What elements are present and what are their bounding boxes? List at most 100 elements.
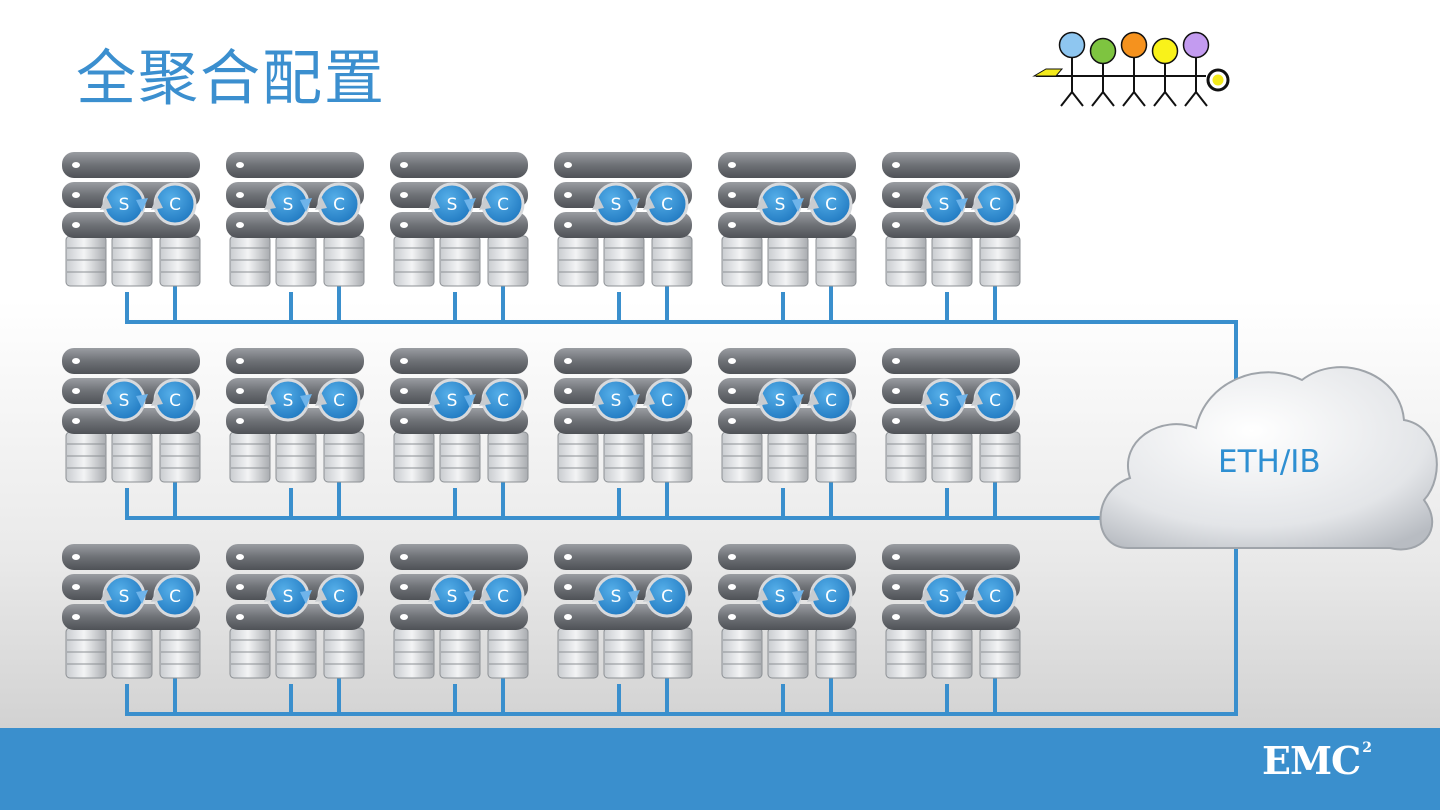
disk-stack-icon — [393, 431, 435, 483]
server-unit — [718, 152, 856, 178]
storage-badge-icon: S — [100, 182, 148, 226]
figure-legs — [1184, 90, 1208, 107]
storage-badge-icon: S — [428, 378, 476, 422]
led-icon — [564, 584, 572, 590]
led-icon — [892, 614, 900, 620]
server-unit — [62, 152, 200, 178]
storage-letter: S — [939, 195, 950, 215]
storage-letter: S — [283, 195, 294, 215]
compute-badge-icon: C — [971, 182, 1017, 226]
server-unit — [882, 348, 1020, 374]
disk-stack-icon — [557, 627, 599, 679]
disk-stack-icon — [323, 627, 365, 679]
sync-arrow-icon — [956, 590, 968, 604]
storage-badge-icon: S — [920, 182, 968, 226]
server-unit — [554, 348, 692, 374]
compute-letter: C — [169, 587, 181, 607]
led-icon — [564, 162, 572, 168]
sync-arrow-icon — [315, 588, 327, 602]
storage-badge-icon: S — [592, 182, 640, 226]
sync-arrow-icon — [264, 196, 276, 210]
disk-stack-icon — [65, 627, 107, 679]
led-icon — [236, 222, 244, 228]
led-icon — [400, 162, 408, 168]
sync-arrow-icon — [756, 196, 768, 210]
sync-arrow-icon — [100, 196, 112, 210]
led-icon — [236, 388, 244, 394]
sync-arrow-icon — [100, 588, 112, 602]
key-ring — [1206, 68, 1230, 92]
sync-arrow-icon — [300, 198, 312, 212]
server-unit — [226, 544, 364, 570]
compute-badge-icon: C — [807, 378, 853, 422]
compute-badge-icon: C — [315, 378, 361, 422]
disk-stack-icon — [111, 627, 153, 679]
disk-stack-icon — [815, 431, 857, 483]
sync-arrow-icon — [643, 392, 655, 406]
storage-badge-icon: S — [264, 574, 312, 618]
disk-stack-icon — [393, 235, 435, 287]
sync-arrow-icon — [956, 394, 968, 408]
led-icon — [400, 192, 408, 198]
compute-badge-icon: C — [151, 378, 197, 422]
disk-stack-icon — [159, 431, 201, 483]
storage-letter: S — [283, 391, 294, 411]
compute-letter: C — [825, 195, 837, 215]
server-unit — [390, 348, 528, 374]
sync-arrow-icon — [300, 590, 312, 604]
disk-stack-icon — [111, 431, 153, 483]
sync-arrow-icon — [151, 588, 163, 602]
storage-letter: S — [447, 195, 458, 215]
disk-stack-icon — [931, 431, 973, 483]
storage-badge-icon: S — [428, 574, 476, 618]
disk-stack-icon — [603, 235, 645, 287]
compute-badge-icon: C — [315, 574, 361, 618]
key-ring-center — [1212, 74, 1224, 86]
led-icon — [892, 192, 900, 198]
led-icon — [564, 222, 572, 228]
led-icon — [400, 554, 408, 560]
compute-letter: C — [989, 391, 1001, 411]
led-icon — [728, 162, 736, 168]
led-icon — [400, 614, 408, 620]
server-unit — [718, 544, 856, 570]
disk-stack-icon — [65, 431, 107, 483]
figure-head — [1089, 37, 1117, 65]
disk-stack-icon — [111, 235, 153, 287]
sync-arrow-icon — [315, 392, 327, 406]
compute-badge-icon: C — [479, 182, 525, 226]
storage-badge-icon: S — [100, 378, 148, 422]
compute-letter: C — [989, 587, 1001, 607]
disk-stack-icon — [229, 235, 271, 287]
storage-letter: S — [775, 195, 786, 215]
storage-badge-icon: S — [756, 182, 804, 226]
sync-arrow-icon — [628, 394, 640, 408]
compute-badge-icon: C — [315, 182, 361, 226]
page-title: 全聚合配置 — [76, 44, 386, 114]
sync-arrow-icon — [464, 394, 476, 408]
led-icon — [892, 584, 900, 590]
compute-letter: C — [169, 195, 181, 215]
led-icon — [728, 554, 736, 560]
led-icon — [72, 162, 80, 168]
sync-arrow-icon — [920, 196, 932, 210]
compute-badge-icon: C — [643, 182, 689, 226]
compute-letter: C — [661, 391, 673, 411]
sync-arrow-icon — [136, 590, 148, 604]
compute-badge-icon: C — [971, 574, 1017, 618]
compute-letter: C — [497, 587, 509, 607]
disk-stack-icon — [815, 235, 857, 287]
compute-letter: C — [497, 195, 509, 215]
sync-arrow-icon — [643, 196, 655, 210]
sync-arrow-icon — [592, 196, 604, 210]
key-blade — [1032, 68, 1064, 77]
compute-letter: C — [333, 391, 345, 411]
